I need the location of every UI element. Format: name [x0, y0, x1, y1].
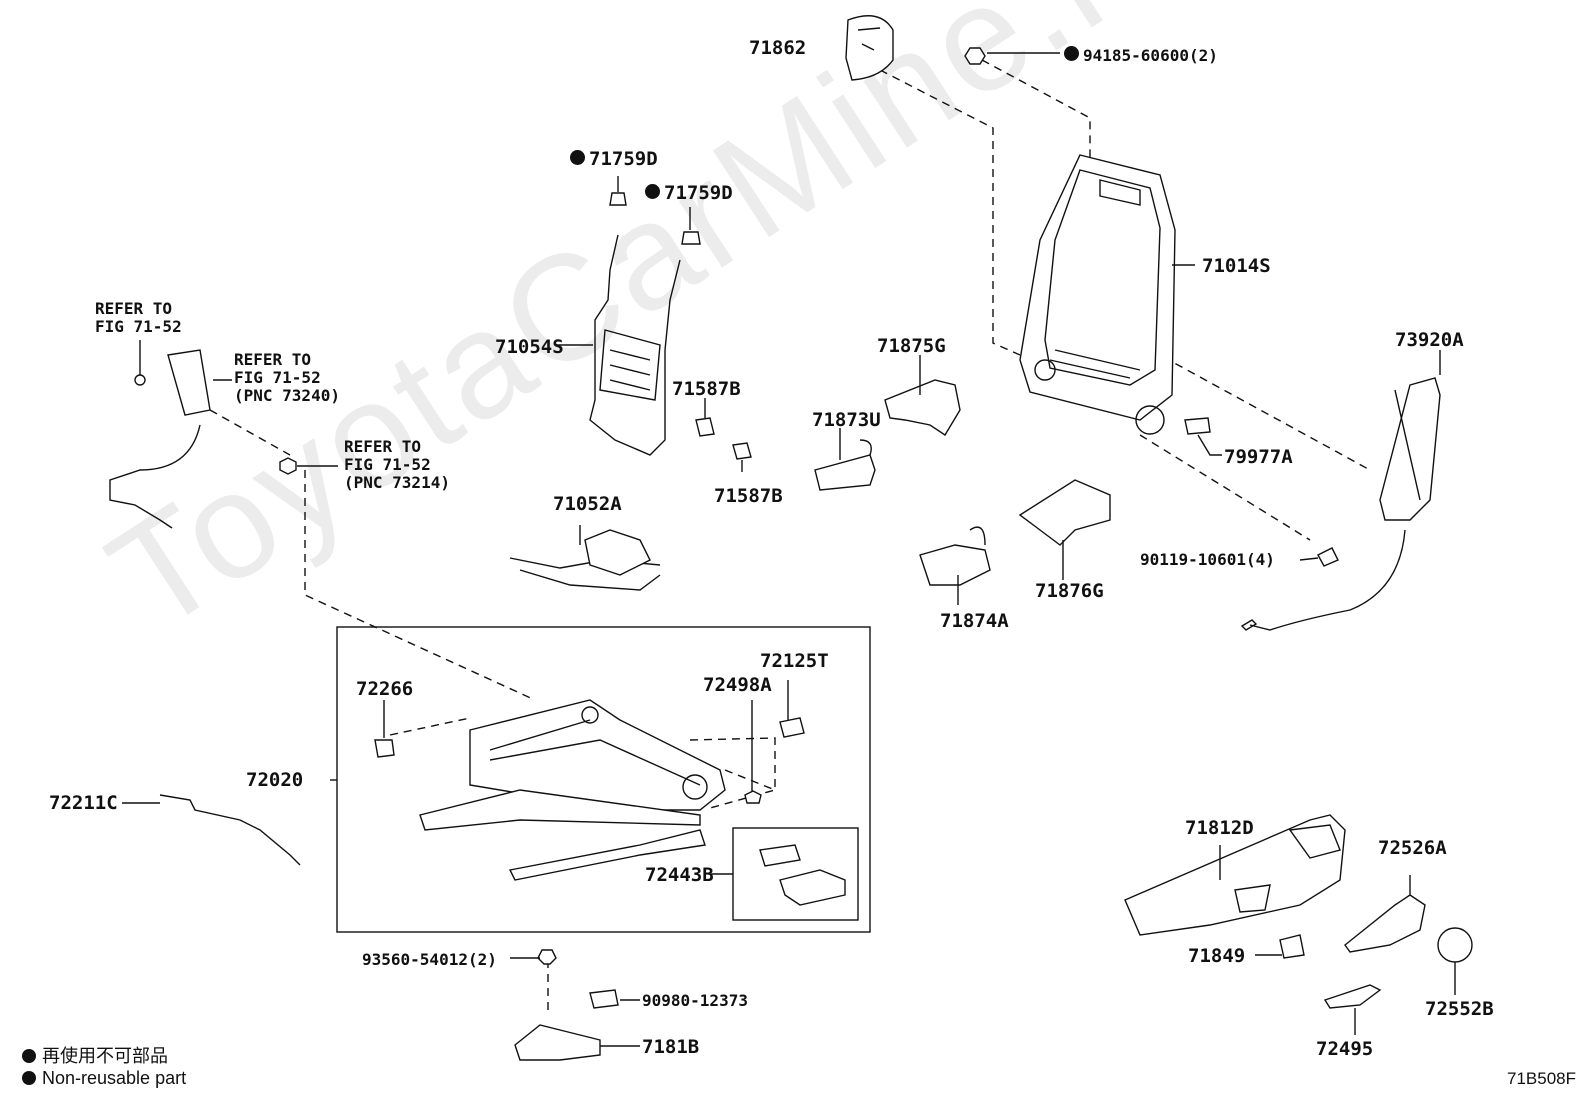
label-72498a: 72498A — [703, 674, 772, 696]
label-71052a: 71052A — [553, 493, 622, 515]
non-reusable-marker — [1064, 46, 1079, 61]
part-94185-shape — [964, 47, 986, 65]
non-reusable-marker — [570, 150, 585, 165]
part-71759d-clip-2 — [681, 231, 701, 245]
non-reusable-legend-dot — [22, 1049, 36, 1063]
label-71849: 71849 — [1188, 945, 1246, 967]
part-72498a-shape — [744, 790, 762, 804]
part-90119-shape — [1299, 547, 1339, 567]
label-71812d: 71812D — [1185, 817, 1254, 839]
part-71014s-shape — [1019, 154, 1176, 435]
label-94185: 94185-60600(2) — [1064, 46, 1218, 64]
label-73920a: 73920A — [1395, 329, 1464, 351]
part-7181b-shape — [514, 1024, 601, 1061]
legend-en: Non-reusable part — [22, 1068, 186, 1089]
non-reusable-legend-dot — [22, 1071, 36, 1085]
label-71054s: 71054S — [495, 336, 564, 358]
label-94185-text: 94185-60600(2) — [1083, 46, 1218, 65]
part-72552b-shape — [1437, 927, 1473, 963]
part-79977a-shape — [1184, 417, 1211, 435]
label-71875g: 71875G — [877, 335, 946, 357]
part-72526a-shape — [1344, 894, 1426, 953]
legend-en-text: Non-reusable part — [42, 1068, 187, 1088]
part-71812d-shape — [1124, 814, 1346, 936]
refer-note-3: REFER TO FIG 71-52 (PNC 73214) — [344, 437, 450, 492]
label-72266: 72266 — [356, 678, 414, 700]
part-93560-shape — [537, 949, 557, 965]
figure-code: 71B508F — [1507, 1069, 1576, 1088]
part-72266-shape — [374, 739, 395, 758]
part-71874a-shape — [919, 544, 991, 586]
label-71876g: 71876G — [1035, 580, 1104, 602]
part-90980-shape — [589, 989, 619, 1009]
part-nut-shape — [279, 457, 297, 475]
label-72020: 72020 — [246, 769, 304, 791]
part-72211c-shape — [159, 794, 301, 866]
label-71759d-2: 71759D — [645, 184, 733, 203]
legend-jp-text: 再使用不可部品 — [42, 1046, 168, 1066]
part-71875g-shape — [884, 379, 961, 436]
label-7181b: 7181B — [642, 1036, 700, 1058]
part-71054s-shape — [589, 234, 681, 456]
part-71873u-shape — [814, 454, 876, 491]
label-71874a: 71874A — [940, 610, 1009, 632]
label-93560: 93560-54012(2) — [362, 950, 497, 969]
label-71587b-1: 71587B — [672, 378, 741, 400]
label-72526a: 72526A — [1378, 837, 1447, 859]
part-buckle-shape — [109, 349, 211, 529]
refer-note-2: REFER TO FIG 71-52 (PNC 73240) — [234, 350, 340, 405]
label-90119: 90119-10601(4) — [1140, 550, 1275, 569]
part-72020-shape — [419, 699, 726, 881]
label-71587b-2: 71587B — [714, 485, 783, 507]
label-72125t: 72125T — [760, 650, 829, 672]
part-71876g-shape — [1018, 479, 1111, 546]
refer-note-1: REFER TO FIG 71-52 — [95, 299, 182, 336]
part-71759d-clip-1 — [609, 192, 627, 206]
non-reusable-marker — [645, 184, 660, 199]
label-71759d-1: 71759D — [570, 150, 658, 169]
label-72495: 72495 — [1316, 1038, 1374, 1060]
legend-jp: 再使用不可部品 — [22, 1042, 168, 1068]
part-72495-shape — [1323, 984, 1382, 1009]
label-71759d-2-text: 71759D — [664, 182, 733, 204]
dashed-lines — [209, 59, 1371, 1010]
label-72211c: 72211C — [49, 792, 118, 814]
label-72443b: 72443B — [645, 864, 714, 886]
part-73920a-shape — [1240, 377, 1441, 631]
part-72443b-box — [732, 827, 859, 921]
label-71759d-1-text: 71759D — [589, 148, 658, 170]
label-79977a: 79977A — [1224, 446, 1293, 468]
part-71587b-clip-1 — [695, 417, 715, 437]
label-71873u: 71873U — [812, 409, 881, 431]
label-72552b: 72552B — [1425, 998, 1494, 1020]
part-71052a-shape — [509, 525, 661, 591]
part-71587b-clip-2 — [732, 442, 752, 460]
part-72125t-shape — [779, 717, 805, 738]
label-90980: 90980-12373 — [642, 991, 748, 1010]
part-71849-shape — [1279, 934, 1305, 959]
part-72443b-shape — [759, 844, 846, 906]
label-71862: 71862 — [749, 37, 807, 59]
label-71014s: 71014S — [1202, 255, 1271, 277]
